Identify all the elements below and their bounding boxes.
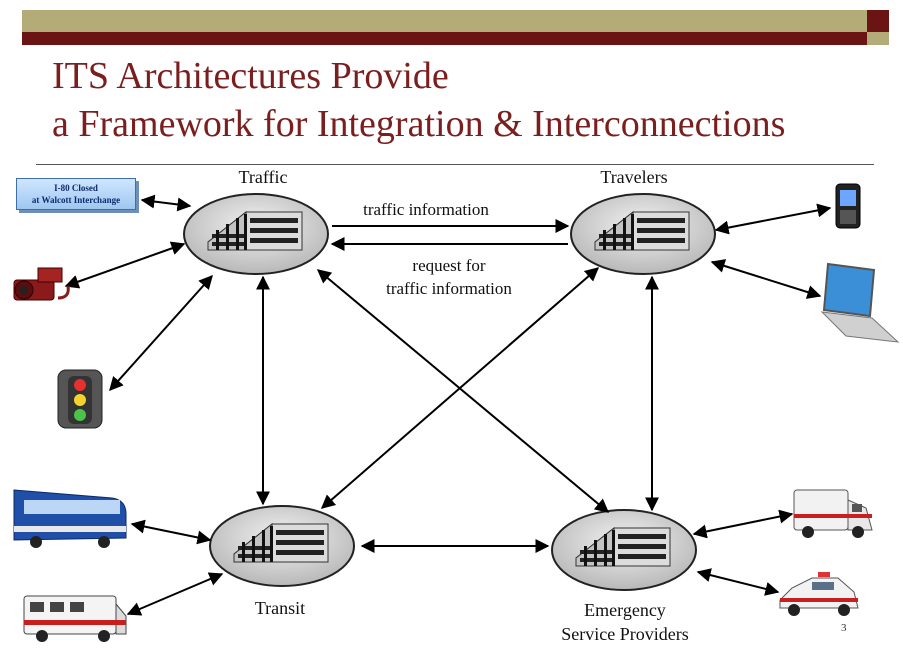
node-label-traffic: Traffic xyxy=(239,167,288,187)
header-square-olive xyxy=(867,32,889,45)
page-number: 3 xyxy=(841,622,847,634)
police-car-icon xyxy=(779,572,859,616)
node-label-transit: Transit xyxy=(255,598,305,618)
title-line-2: a Framework for Integration & Interconne… xyxy=(52,103,786,145)
bus-icon xyxy=(13,489,127,548)
traffic-sign-icon: I-80 Closed at Walcott Interchange xyxy=(16,178,136,210)
transit-building-icon xyxy=(209,505,355,587)
arrow-travelers-transit xyxy=(320,267,600,509)
laptop-icon xyxy=(820,262,900,343)
flow-label-request-2: traffic information xyxy=(386,279,512,298)
arrow-light-traffic xyxy=(109,274,213,392)
arrow-ambulance-emergency xyxy=(692,509,794,539)
traffic-light-icon xyxy=(57,369,103,429)
arrow-sign-traffic xyxy=(140,194,192,212)
title-rule xyxy=(36,164,874,165)
arrow-phone-travelers xyxy=(714,203,832,235)
paratransit-van-icon xyxy=(23,595,127,642)
arrow-van-transit xyxy=(126,572,224,616)
arrow-police-emergency xyxy=(696,568,780,596)
camera-icon xyxy=(13,267,70,301)
node-label-emergency-2: Service Providers xyxy=(561,624,688,644)
header-square-red xyxy=(867,10,889,32)
header-band-olive xyxy=(22,10,867,32)
slide-title: ITS Architectures Provide a Framework fo… xyxy=(52,52,785,148)
arrow-camera-traffic xyxy=(64,241,186,289)
flow-label-request-1: request for xyxy=(412,256,486,275)
node-label-emergency-1: Emergency xyxy=(584,600,666,620)
header-band-red xyxy=(22,32,867,45)
sign-line-1: I-80 Closed xyxy=(54,183,98,193)
emergency-building-icon xyxy=(551,509,697,591)
cell-phone-icon xyxy=(835,183,861,229)
traffic-building-icon xyxy=(183,193,329,275)
arrow-traffic-emergency xyxy=(316,269,610,513)
flow-label-traffic-information: traffic information xyxy=(363,200,489,219)
travelers-building-icon xyxy=(570,193,716,275)
sign-line-2: at Walcott Interchange xyxy=(31,195,121,205)
ambulance-icon xyxy=(793,489,873,538)
node-label-travelers: Travelers xyxy=(600,167,667,187)
arrow-bus-transit xyxy=(130,519,212,545)
arrow-laptop-travelers xyxy=(710,259,822,299)
title-line-1: ITS Architectures Provide xyxy=(52,55,449,97)
